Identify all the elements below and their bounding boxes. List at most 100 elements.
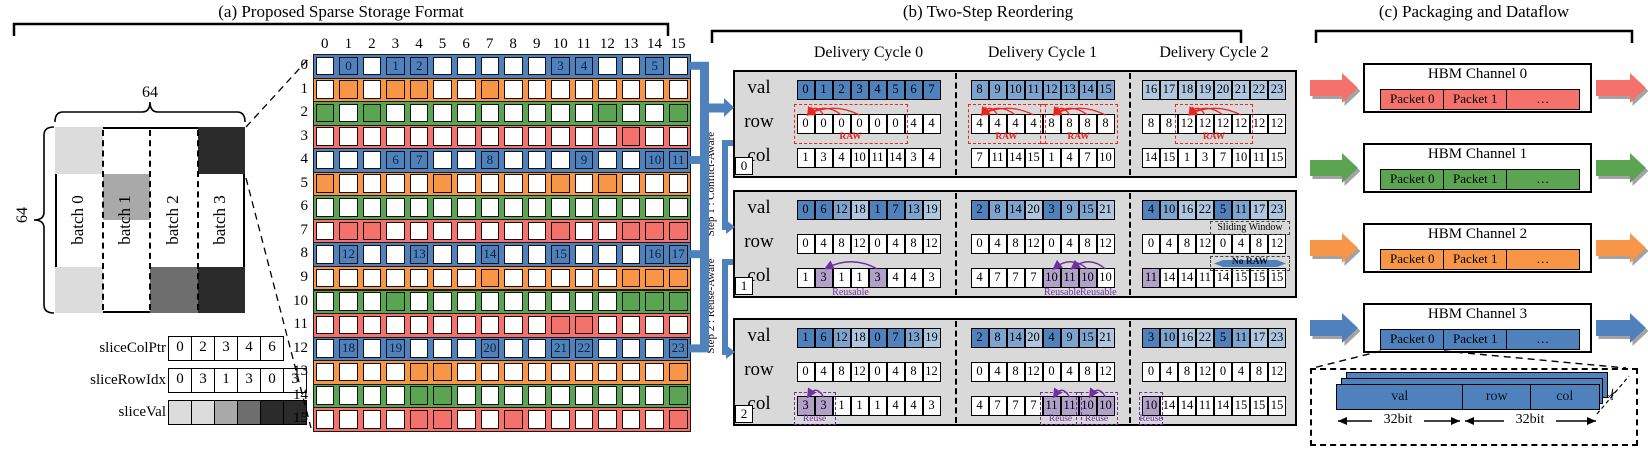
row-cell: 8 [1006, 362, 1025, 382]
grid-cell [386, 409, 405, 429]
grid-cell: 0 [339, 56, 358, 76]
detail-callout-line [1312, 350, 1382, 369]
grid-cell [504, 386, 523, 405]
grid-cell [645, 339, 664, 358]
val-cell: 15 [1096, 80, 1115, 100]
detail-callout-line [1443, 350, 1627, 369]
grid-cell [433, 409, 453, 429]
row-cell: 0 [796, 362, 815, 382]
grid-cell [457, 292, 476, 311]
grid-cell [574, 80, 594, 99]
col-cell: 10 [1096, 148, 1115, 168]
grid-row-header: 11 [293, 316, 308, 333]
row-cell: 0 [796, 234, 815, 254]
grid-cell [621, 174, 641, 194]
grid-cell: 3 [551, 56, 570, 76]
col-cell: 3 [922, 396, 941, 416]
row-cell: 12 [1196, 234, 1214, 254]
cycle-separator [955, 73, 957, 175]
dataflow-arrow-shadow [1598, 316, 1648, 346]
grid-cell [668, 292, 688, 311]
val-cell: 13 [904, 328, 923, 348]
col-cell: 3 [922, 268, 941, 288]
grid-cell [574, 315, 594, 335]
row-cell: 0 [868, 362, 887, 382]
val-cell: 13 [1060, 80, 1079, 100]
val-cell: 13 [904, 200, 923, 220]
val-cell: 8 [970, 80, 989, 100]
grid-cell [621, 127, 641, 146]
row-cell: 0 [1142, 234, 1160, 254]
grid-cell [621, 315, 641, 335]
grid-row-header: 12 [293, 339, 308, 356]
col-cell: 1 [850, 396, 869, 416]
val-cell: 19 [1196, 80, 1214, 100]
row-cell: 8 [832, 362, 851, 382]
grid-cell [315, 339, 335, 358]
col-cell: 1 [850, 268, 869, 288]
val-cell: 16 [1142, 80, 1160, 100]
grid-cell [339, 127, 358, 146]
grid-row-header: 14 [293, 386, 308, 403]
grid-cell [527, 292, 547, 311]
grid-cell [409, 315, 429, 335]
panel-a-title: (a) Proposed Sparse Storage Format [218, 2, 464, 21]
row-cell: 0 [868, 234, 887, 254]
grid-cell [480, 127, 500, 146]
grid-cell [668, 174, 688, 194]
val-cell: 20 [1214, 80, 1232, 100]
grid-cell [621, 386, 641, 405]
grid-cell [386, 315, 405, 335]
grid-cell [645, 315, 664, 335]
slice-rowidx-label: sliceRowIdx [90, 372, 166, 388]
grid-cell: 6 [386, 150, 405, 170]
row-cell: 12 [922, 362, 941, 382]
row-cell: 4 [886, 234, 905, 254]
grid-cell: 19 [386, 339, 405, 358]
reuse-label: Reuse [1048, 414, 1073, 424]
grid-cell [668, 56, 688, 76]
cycle-separator [1129, 193, 1131, 295]
grid-cell [433, 174, 453, 194]
row-cell: 8 [904, 362, 923, 382]
grid-cell: 23 [668, 339, 688, 358]
grid-col-header: 15 [670, 36, 686, 52]
col-cell: 3 [1196, 148, 1214, 168]
grid-row-header: 5 [300, 174, 309, 191]
grid-cell [339, 80, 358, 99]
col-cell: 1 [796, 148, 815, 168]
grid-row-header: 7 [300, 221, 309, 238]
col-cell: 11 [1060, 396, 1079, 416]
grid-cell [668, 409, 688, 429]
col-cell: 4 [904, 396, 923, 416]
grid-cell [645, 292, 664, 311]
grid-cell [504, 150, 523, 170]
grid-cell [433, 150, 453, 170]
grid-cell [598, 80, 617, 99]
row-cell: 8 [1078, 362, 1097, 382]
matrix-batch-separator [196, 130, 199, 310]
col-cell: 1 [796, 268, 815, 288]
packet-cell: Packet 0 [1380, 249, 1445, 270]
grid-cell [339, 198, 358, 217]
row-cell: 4 [1060, 234, 1079, 254]
dataflow-arrow-shadow [1312, 156, 1361, 186]
slice-colptr-cell: 3 [214, 336, 238, 361]
grid-cell [362, 362, 382, 382]
row-cell: 12 [850, 234, 869, 254]
val-cell: 17 [1160, 80, 1178, 100]
slice-colptr-cell: 0 [168, 336, 192, 361]
row-cell: 12 [1214, 114, 1232, 134]
grid-row-header: 0 [300, 57, 309, 73]
grid-cell [480, 198, 500, 217]
grid-cell [551, 103, 570, 123]
grid-cell [362, 198, 382, 217]
grid-cell [480, 315, 500, 335]
col-cell: 14 [1160, 396, 1178, 416]
grid-cell: 2 [409, 56, 429, 76]
raw-window [1039, 104, 1118, 144]
grid-cell [362, 292, 382, 311]
col-cell: 15 [1232, 268, 1250, 288]
grid-cell [504, 127, 523, 146]
